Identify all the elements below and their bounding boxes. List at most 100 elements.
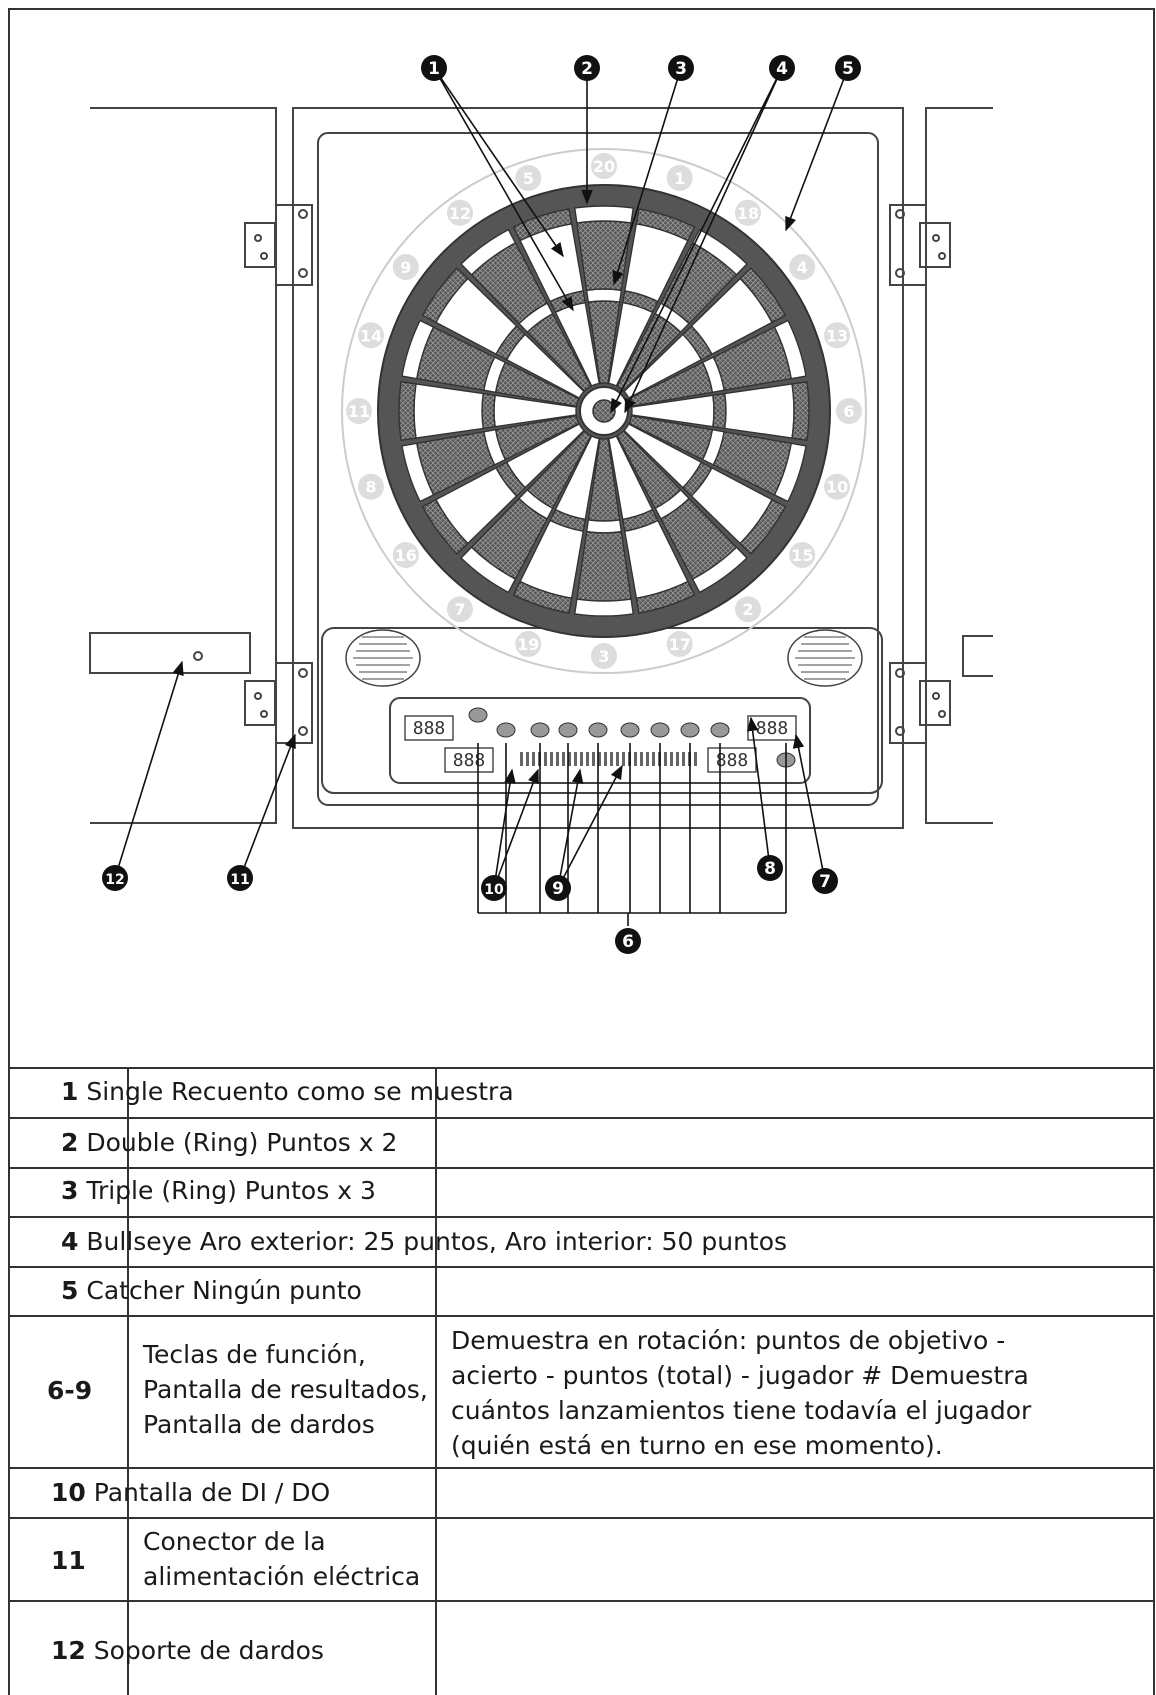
callout-badge bbox=[227, 865, 253, 891]
indicator-bar bbox=[670, 752, 673, 766]
number-badge bbox=[515, 164, 542, 191]
callout-badge bbox=[812, 868, 838, 894]
display-digits: 888 bbox=[716, 750, 749, 771]
function-key bbox=[620, 722, 640, 738]
board-segment bbox=[398, 380, 417, 442]
function-key bbox=[650, 722, 670, 738]
board-segment bbox=[576, 530, 632, 602]
display-digits: 888 bbox=[756, 718, 789, 739]
speaker-grille bbox=[787, 629, 863, 687]
indicator-bar bbox=[562, 752, 565, 766]
indicator-bar bbox=[532, 752, 535, 766]
indicator-bar bbox=[520, 752, 523, 766]
board-number: 5 bbox=[523, 169, 534, 188]
callout-badge bbox=[481, 875, 507, 901]
number-badge bbox=[735, 596, 762, 623]
indicator-bar bbox=[610, 752, 613, 766]
board-segment bbox=[635, 208, 696, 242]
page-frame bbox=[8, 8, 1155, 1695]
leader-line bbox=[624, 67, 783, 414]
indicator-bar bbox=[526, 752, 529, 766]
table-rule bbox=[9, 1117, 1155, 1119]
score-display bbox=[444, 747, 494, 773]
number-badge bbox=[591, 153, 617, 179]
leader-line bbox=[493, 768, 516, 889]
number-badge bbox=[824, 473, 851, 500]
callout-number: 8 bbox=[764, 859, 776, 879]
number-badge bbox=[824, 322, 851, 349]
callout-number: 11 bbox=[230, 872, 249, 888]
callout-badge bbox=[545, 875, 571, 901]
indicator-bar bbox=[556, 752, 559, 766]
board-number: 12 bbox=[449, 204, 471, 223]
table-rule bbox=[9, 1517, 1155, 1519]
table-rule bbox=[9, 1216, 1155, 1218]
table-row: 5 Catcher Ningún punto bbox=[61, 1276, 362, 1305]
callout-number: 9 bbox=[552, 879, 564, 899]
indicator-bar bbox=[616, 752, 619, 766]
board-segment bbox=[421, 267, 469, 324]
function-key bbox=[468, 707, 488, 723]
function-key bbox=[496, 722, 516, 738]
board-segment bbox=[635, 580, 696, 614]
board-number: 17 bbox=[669, 635, 691, 654]
board-segment bbox=[712, 392, 727, 430]
indicator-bar bbox=[652, 752, 655, 766]
leader-line bbox=[746, 716, 771, 869]
number-badge bbox=[789, 253, 816, 280]
table-column-rule bbox=[435, 1067, 437, 1695]
table-row: 4 Bullseye Aro exterior: 25 puntos, Aro … bbox=[61, 1227, 788, 1256]
board-number: 4 bbox=[797, 258, 808, 277]
board-number: 8 bbox=[365, 478, 376, 497]
board-number: 18 bbox=[737, 204, 759, 223]
leader-line bbox=[612, 67, 682, 286]
table-rule bbox=[9, 1167, 1155, 1169]
indicator-bar bbox=[622, 752, 625, 766]
indicator-bar bbox=[586, 752, 589, 766]
callout-number: 4 bbox=[776, 59, 788, 79]
table-row: 12 Soporte de dardos bbox=[51, 1636, 324, 1665]
callout-number: 12 bbox=[105, 872, 124, 888]
callout-number: 6 bbox=[622, 932, 634, 952]
callout-number: 7 bbox=[819, 872, 831, 892]
board-segment bbox=[413, 383, 485, 439]
function-key bbox=[530, 722, 550, 738]
board-number: 20 bbox=[593, 157, 615, 176]
leader-line bbox=[792, 733, 826, 882]
board-segment bbox=[791, 380, 810, 442]
indicator-bar bbox=[604, 752, 607, 766]
board-segment bbox=[512, 580, 573, 614]
function-key bbox=[558, 722, 578, 738]
row-label: Teclas de función,Pantalla de resultados… bbox=[143, 1340, 428, 1439]
table-rule bbox=[9, 1315, 1155, 1317]
board-segment bbox=[773, 442, 807, 503]
board-number: 7 bbox=[454, 600, 465, 619]
callout-number: 5 bbox=[842, 59, 854, 79]
number-badge bbox=[357, 473, 384, 500]
board-number: 19 bbox=[517, 635, 539, 654]
row-description: Demuestra en rotación: puntos de objetiv… bbox=[451, 1326, 1032, 1460]
board-number: 3 bbox=[598, 647, 609, 666]
board-segment bbox=[585, 288, 623, 303]
catcher-ring bbox=[341, 148, 867, 674]
table-rule bbox=[9, 1467, 1155, 1469]
board-segment bbox=[460, 228, 517, 276]
indicator-bar bbox=[580, 752, 583, 766]
table-rule bbox=[9, 1067, 1155, 1069]
callout-badge bbox=[668, 55, 694, 81]
display-digits: 888 bbox=[453, 750, 486, 771]
board-segment bbox=[585, 519, 623, 534]
number-badge bbox=[392, 542, 419, 569]
number-badge bbox=[392, 253, 419, 280]
board-segment bbox=[773, 319, 807, 380]
callout-number: 2 bbox=[581, 59, 593, 79]
indicator-bar bbox=[640, 752, 643, 766]
number-badge bbox=[789, 542, 816, 569]
indicator-bar bbox=[550, 752, 553, 766]
function-key bbox=[710, 722, 730, 738]
board-segment bbox=[573, 205, 635, 224]
board-segment bbox=[691, 546, 748, 594]
indicator-bar bbox=[574, 752, 577, 766]
